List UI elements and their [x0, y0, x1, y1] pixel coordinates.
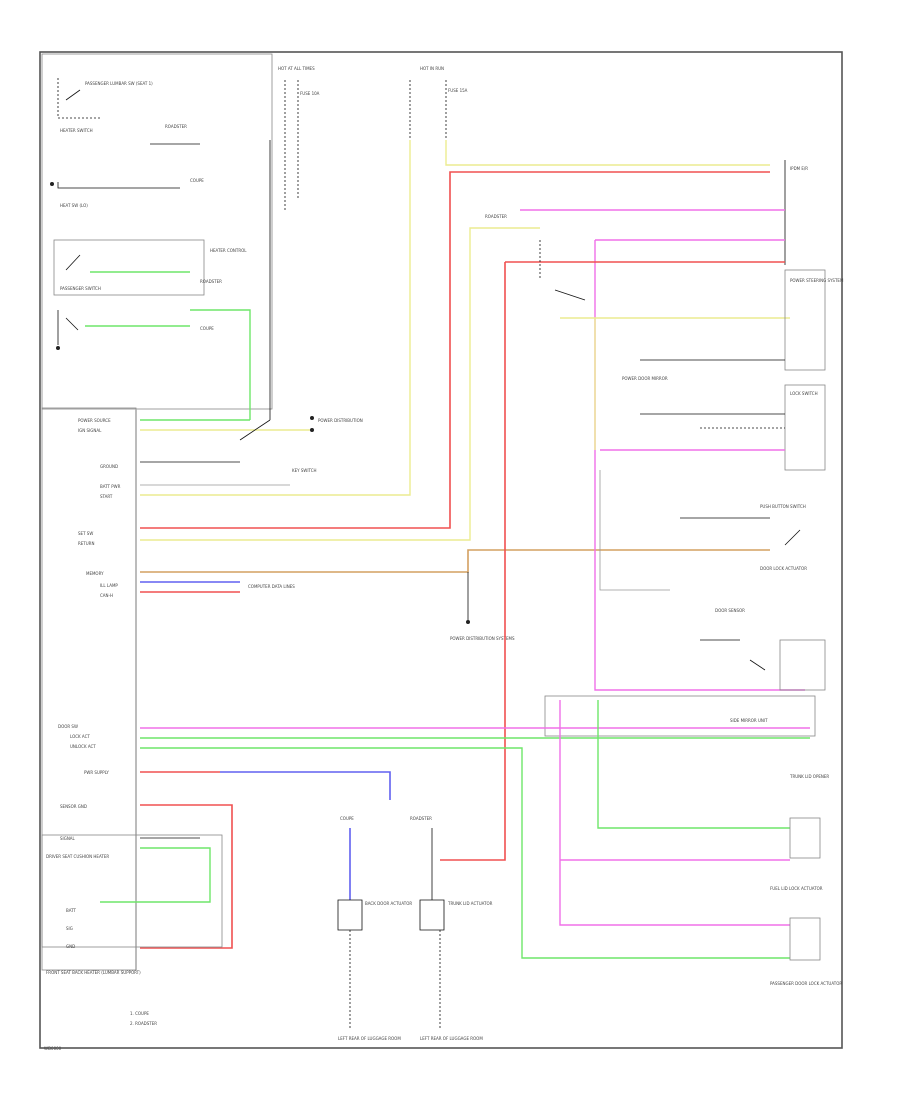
right-components: IPDM E/R ROADSTER POWER STEERING SYSTEM …	[140, 160, 844, 986]
ecu-set-label: SET SW	[78, 531, 93, 536]
bl-p3-label: GND	[66, 944, 75, 949]
roadster-label-1: ROADSTER	[165, 124, 187, 129]
ecu-ign-label: IGN SIGNAL	[78, 428, 102, 433]
heater-ctrl-label: HEATER CONTROL	[210, 248, 247, 253]
coupe-label-2: COUPE	[200, 326, 214, 331]
power-sys-label: POWER DISTRIBUTION	[318, 418, 363, 423]
ecu-start-label: START	[100, 494, 113, 499]
b-ground2-label: LEFT REAR OF LUGGAGE ROOM	[420, 1036, 483, 1041]
fuse-top-a-note: FUSE 10A	[300, 91, 320, 96]
roadster-label-2: ROADSTER	[200, 279, 222, 284]
legend-line2: 2. ROADSTER	[130, 1021, 157, 1026]
bl-p2-label: SIG	[66, 926, 73, 931]
ecu-unlock-label: UNLOCK ACT	[70, 744, 96, 749]
b-roadster-label: ROADSTER	[410, 816, 432, 821]
footer-code: WD0000	[44, 1046, 62, 1051]
top-left-switch-group: PASSENGER LUMBAR SW (SEAT 1) HEATER SWIT…	[41, 53, 273, 420]
ecu-can-h-label: CAN-H	[100, 593, 113, 598]
b-ground1-label: LEFT REAR OF LUGGAGE ROOM	[338, 1036, 401, 1041]
b-coupe-label: COUPE	[340, 816, 354, 821]
top-fuse-feeds: HOT AT ALL TIMES FUSE 10A HOT IN RUN FUS…	[140, 66, 770, 496]
heater-switch-label: HEATER SWITCH	[60, 128, 93, 133]
lower-center: COUPE ROADSTER BACK DOOR ACTUATOR TRUNK …	[337, 816, 493, 1041]
ecu-door-label: DOOR SW	[58, 724, 78, 729]
passenger-sw-label: PASSENGER SWITCH	[60, 286, 101, 291]
ecu-pwr2-label: PWR SUPPLY	[84, 770, 109, 775]
top-left-block	[41, 53, 273, 410]
fuse-top-a: HOT AT ALL TIMES	[278, 66, 315, 71]
key-sw-label: KEY SWITCH	[292, 468, 317, 473]
r-conn1-label: POWER STEERING SYSTEM	[790, 278, 844, 283]
r-sensor-label: DOOR SENSOR	[715, 608, 745, 613]
can-sys-label: COMPUTER DATA LINES	[248, 584, 295, 589]
lower-left: DRIVER SEAT CUSHION HEATER BATT SIG GND …	[41, 771, 391, 1026]
r-conn2-label: POWER DOOR MIRROR	[622, 376, 668, 381]
ecu-ret-label: RETURN	[78, 541, 94, 546]
r-mirror-label: SIDE MIRROR UNIT	[730, 718, 768, 723]
b-act1-label: BACK DOOR ACTUATOR	[365, 901, 412, 906]
ecu-lmp-label: ILL LAMP	[100, 583, 118, 588]
ecu-connector: POWER SOURCE IGN SIGNAL GROUND BATT PWR …	[41, 407, 137, 971]
r-pass-label: PASSENGER DOOR LOCK ACTUATOR	[770, 981, 842, 986]
r-lock-label: LOCK SWITCH	[790, 391, 818, 396]
bl-block-label: FRONT SEAT BACK HEATER (LUMBAR SUPPORT)	[46, 970, 141, 975]
bl-head-label: DRIVER SEAT CUSHION HEATER	[46, 854, 109, 859]
heat-sw-label: HEAT SW (LO)	[60, 203, 88, 208]
roadster-tag: ROADSTER	[485, 214, 507, 219]
ecu-lock-label: LOCK ACT	[70, 734, 90, 739]
ecu-gnd-label: GROUND	[100, 464, 118, 469]
b-act2-label: TRUNK LID ACTUATOR	[447, 901, 493, 906]
fuse-top-b: HOT IN RUN	[420, 66, 444, 71]
bl-p1-label: BATT	[66, 908, 77, 913]
r-door-label: DOOR LOCK ACTUATOR	[760, 566, 807, 571]
ecu-batt-label: BATT PWR	[100, 484, 121, 489]
r-fuse-box-label: IPDM E/R	[790, 166, 808, 171]
top-switch-label: PASSENGER LUMBAR SW (SEAT 1)	[85, 81, 153, 86]
r-trunk-label: TRUNK LID OPENER	[789, 774, 829, 779]
legend-line1: 1. COUPE	[130, 1011, 149, 1016]
r-conn3-label: PUSH BUTTON SWITCH	[760, 504, 806, 509]
coupe-label-1: COUPE	[190, 178, 204, 183]
fuse-top-b-note: FUSE 15A	[448, 88, 468, 93]
ecu-sens-label: SENSOR GND	[60, 804, 87, 809]
diagram-frame	[39, 51, 843, 1049]
ecu-power-label: POWER SOURCE	[78, 418, 111, 423]
r-fuel-label: FUEL LID LOCK ACTUATOR	[770, 886, 823, 891]
ecu-sig-label: SIGNAL	[60, 836, 76, 841]
power-dist-label: POWER DISTRIBUTION SYSTEMS	[450, 636, 515, 641]
ecu-mem-label: MEMORY	[86, 571, 104, 576]
